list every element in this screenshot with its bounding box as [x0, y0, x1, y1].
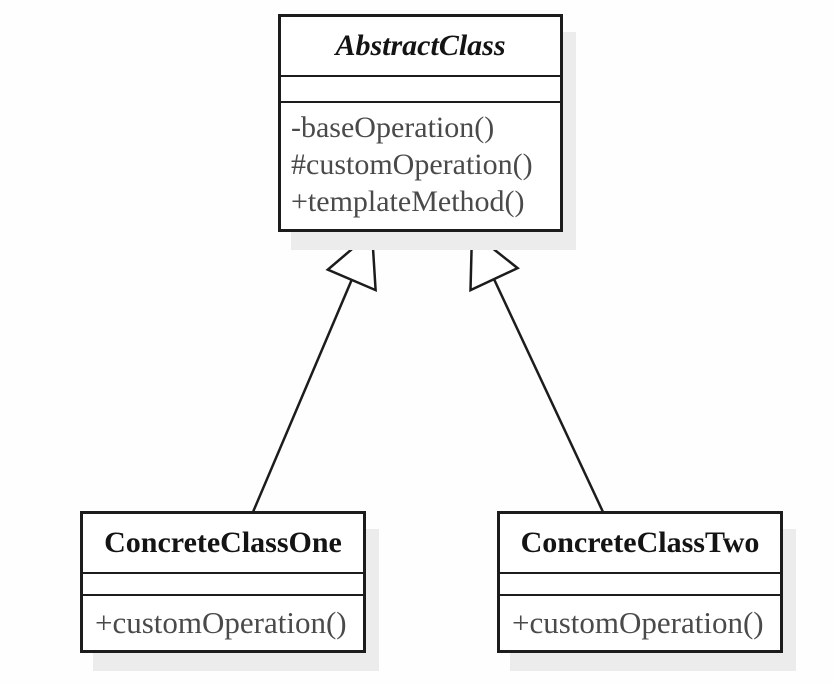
- methods-compartment: +customOperation(): [83, 596, 363, 650]
- generalization-arrow-one: [251, 229, 377, 513]
- attributes-compartment: [281, 77, 560, 103]
- attributes-compartment: [83, 574, 363, 596]
- class-name: ConcreteClassOne: [83, 514, 363, 574]
- class-name: AbstractClass: [281, 17, 560, 77]
- class-box-abstractclass: AbstractClass -baseOperation() #customOp…: [278, 14, 563, 232]
- class-box-concreteclassone: ConcreteClassOne +customOperation(): [80, 511, 366, 653]
- generalization-arrow-two: [469, 229, 605, 513]
- attributes-compartment: [500, 574, 780, 596]
- hollow-triangle-icon: [469, 229, 520, 293]
- method-label: +templateMethod(): [291, 185, 525, 218]
- class-box-concreteclasstwo: ConcreteClassTwo +customOperation(): [497, 511, 783, 653]
- method-label: #customOperation(): [291, 148, 533, 181]
- method-label: +customOperation(): [512, 605, 764, 640]
- method-label: -baseOperation(): [291, 111, 495, 144]
- hollow-triangle-icon: [325, 229, 377, 293]
- method-label: +customOperation(): [95, 605, 347, 640]
- class-name: ConcreteClassTwo: [500, 514, 780, 574]
- methods-compartment: +customOperation(): [500, 596, 780, 650]
- methods-compartment: -baseOperation() #customOperation() +tem…: [281, 103, 560, 229]
